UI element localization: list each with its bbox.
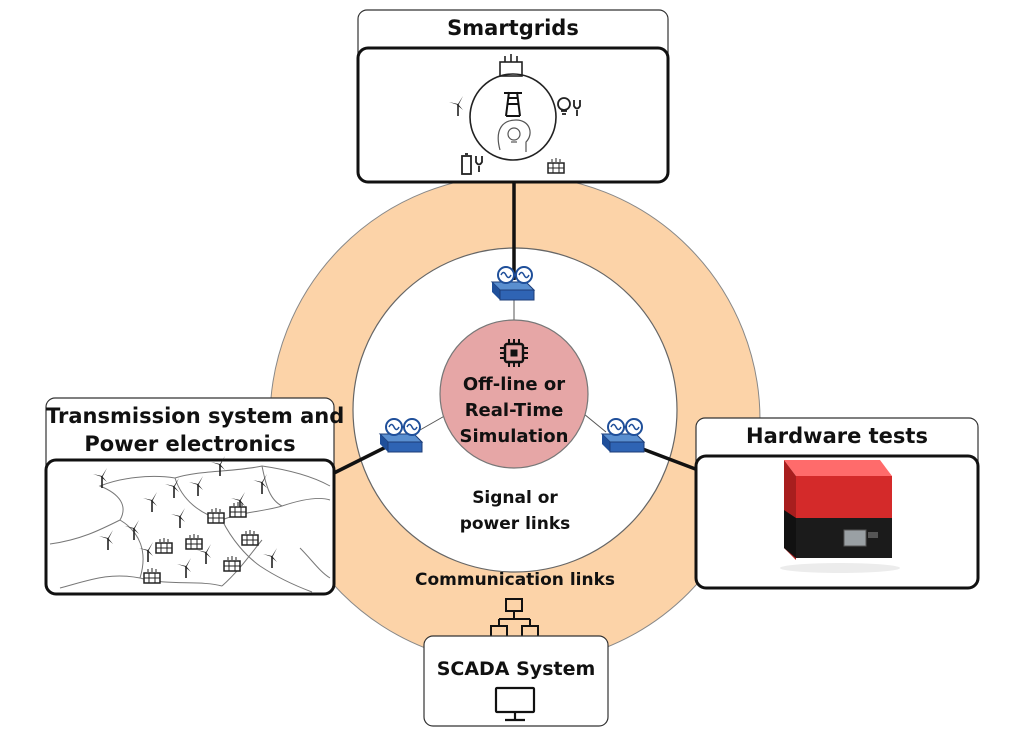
signal-links-line2: power links bbox=[459, 514, 571, 534]
connector-hardware bbox=[639, 446, 699, 472]
pylon-icon bbox=[504, 91, 522, 117]
hardware-title: Hardware tests bbox=[746, 424, 928, 448]
amplifier-icon bbox=[601, 418, 645, 453]
simulation-line1: Off-line or bbox=[462, 374, 566, 395]
connector-transmission bbox=[331, 444, 389, 476]
bulb-plug-icon bbox=[557, 97, 581, 116]
amplifier-icon bbox=[491, 266, 535, 301]
transmission-card bbox=[44, 458, 336, 596]
bulb-head-icon bbox=[497, 119, 531, 152]
monitor-icon bbox=[494, 686, 536, 722]
battery-plug-icon bbox=[461, 153, 483, 175]
simulation-node bbox=[439, 319, 589, 469]
smartgrids-title: Smartgrids bbox=[447, 16, 579, 40]
amplifier-icon bbox=[379, 418, 423, 453]
transmission-title-line1: Transmission system and bbox=[46, 404, 345, 428]
factory-icon bbox=[499, 54, 523, 77]
chip-icon bbox=[500, 339, 528, 367]
scada-title: SCADA System bbox=[436, 658, 596, 680]
scada-card bbox=[423, 635, 609, 727]
signal-links-line1: Signal or bbox=[472, 488, 558, 508]
europe-map-icon bbox=[49, 465, 331, 593]
simulation-line2: Real-Time bbox=[464, 400, 564, 421]
simulation-line3: Simulation bbox=[459, 426, 569, 447]
link-line-right bbox=[583, 413, 607, 433]
communication-links-label: Communication links bbox=[415, 570, 615, 590]
inverter-icon bbox=[780, 460, 900, 573]
transmission-title-line2: Power electronics bbox=[84, 432, 296, 456]
